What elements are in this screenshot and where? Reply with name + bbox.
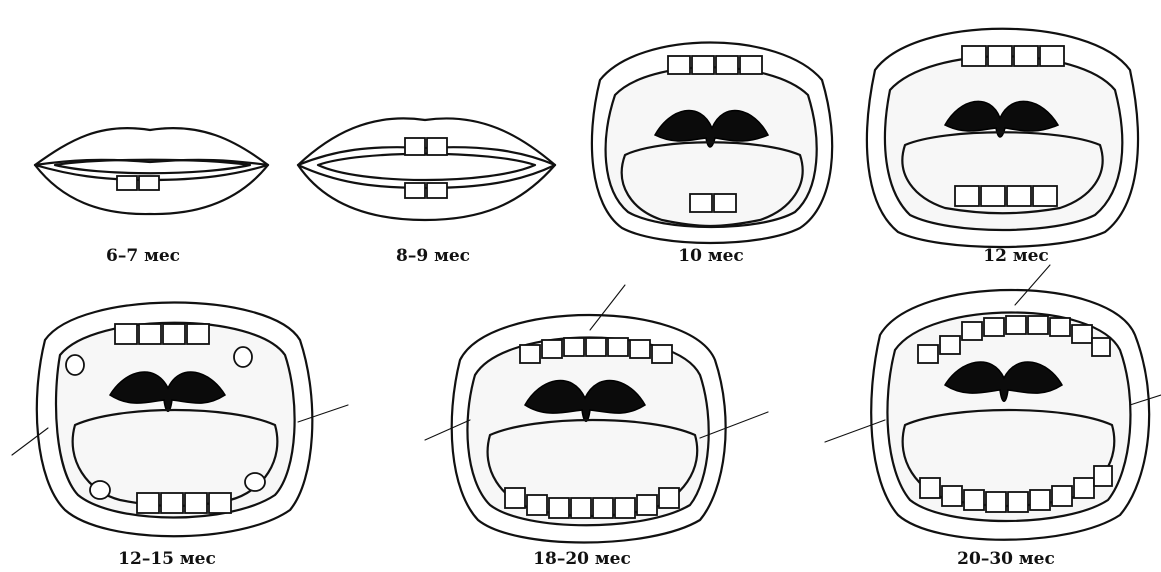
stage-8-9-months-mouth <box>298 118 555 220</box>
stage-12-months-mouth <box>867 29 1138 247</box>
upper-central-incisor-right <box>427 138 447 155</box>
caption-stage-8-9: 8–9 мес <box>396 246 470 266</box>
lower-central-incisor-left <box>405 183 425 198</box>
caption-stage-12: 12 мес <box>983 246 1049 266</box>
lower-central-incisor-right <box>714 194 736 212</box>
upper-central-incisor-left <box>405 138 425 155</box>
lower-central-incisor-right <box>139 176 159 190</box>
lower-central-incisor-left <box>690 194 712 212</box>
retractor-right <box>1130 395 1161 405</box>
retractor-left <box>825 420 885 442</box>
retractor-left <box>12 428 48 455</box>
caption-stage-6-7: 6–7 мес <box>106 246 180 266</box>
stage-12-15-months-mouth <box>12 303 348 537</box>
lower-central-incisor-right <box>427 183 447 198</box>
retractor-right <box>700 412 768 438</box>
lower-central-incisor-left <box>117 176 137 190</box>
retractor-left <box>425 420 470 440</box>
retractor-right <box>298 405 348 422</box>
caption-stage-18-20: 18–20 мес <box>533 549 631 569</box>
caption-stage-10: 10 мес <box>678 246 744 266</box>
stage-10-months-mouth <box>592 43 832 244</box>
retractor-top <box>590 285 625 330</box>
stage-20-30-months-mouth <box>825 265 1161 540</box>
caption-stage-20-30: 20–30 мес <box>957 549 1055 569</box>
caption-stage-12-15: 12–15 мес <box>118 549 216 569</box>
stage-18-20-months-mouth <box>425 285 768 543</box>
stage-6-7-months-mouth <box>35 128 268 214</box>
retractor-top <box>1015 265 1050 305</box>
